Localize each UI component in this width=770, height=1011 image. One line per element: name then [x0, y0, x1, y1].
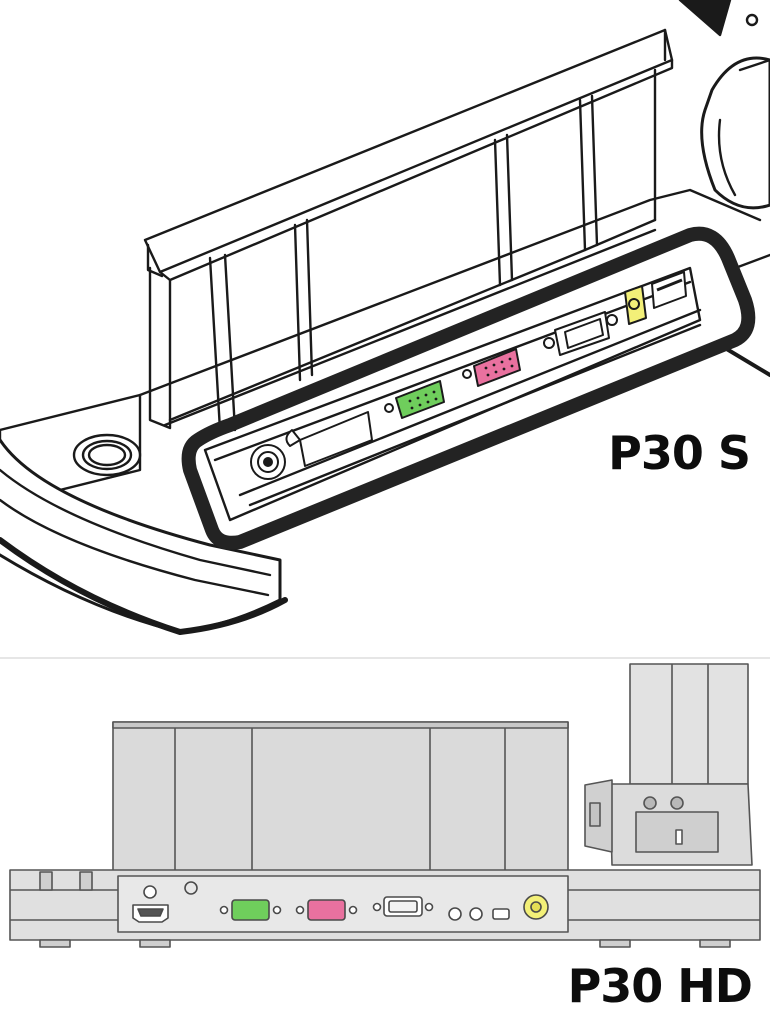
model-label-p30s: P30 S [608, 426, 751, 480]
hdmi-port-icon [132, 885, 169, 923]
audio-jack-icon [250, 444, 286, 480]
p30hd-line-art [9, 663, 761, 948]
camera-column [629, 663, 749, 785]
vga-port-green-icon [384, 380, 445, 419]
p30hd-illustration-panel: P30 HD [0, 659, 770, 1011]
vga-port-pink-icon [462, 348, 521, 387]
knob [700, 56, 770, 210]
dip-switch-icon [651, 271, 687, 309]
connector-highlight-frame [181, 226, 756, 550]
model-label-p30hd: P30 HD [567, 959, 753, 1011]
p30s-illustration-panel: P30 S [0, 0, 770, 635]
serial-port-icon [543, 311, 618, 356]
serial-port-hd-icon [372, 896, 434, 917]
power-port-yellow-icon [624, 285, 647, 325]
vga-port-pink-hd-icon [295, 899, 358, 921]
mount-hole [184, 881, 198, 895]
audio-jacks-icon [448, 907, 483, 921]
usb-port-icon [492, 908, 510, 920]
vga-port-green-hd-icon [219, 899, 282, 921]
panel-divider [0, 657, 770, 659]
p30s-line-art [0, 0, 770, 635]
power-port-yellow-hd-icon [523, 894, 549, 920]
p30hd-hatch-box [112, 721, 569, 873]
dvi-port-icon [285, 411, 373, 467]
